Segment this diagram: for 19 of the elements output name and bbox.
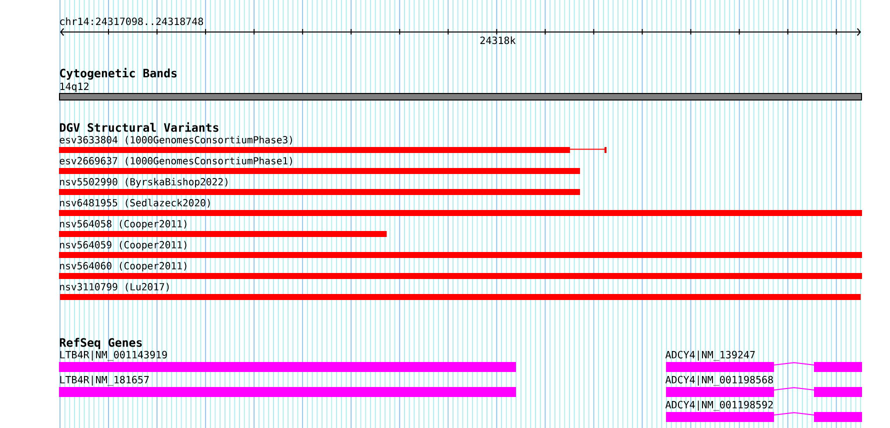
track-title: Cytogenetic Bands [60, 68, 177, 80]
location-label: chr14:24317098..24318748 [60, 17, 204, 26]
feature-label: LTB4R|NM_001143919 [60, 350, 167, 361]
feature-label: nsv564059 (Cooper2011) [60, 240, 186, 250]
feature-label: ADCY4|NM_001198568 [665, 376, 773, 386]
feature-label: nsv564058 (Cooper2011) [60, 220, 186, 230]
feature-label: nsv6481955 (Sedlazeck2020) [60, 198, 210, 208]
feature-label: ADCY4|NM_001198592 [665, 400, 773, 411]
feature-label: esv3633804 (1000GenomesConsortiumPhase3) [60, 136, 292, 145]
feature-label: esv2669637 (1000GenomesConsortiumPhase1) [60, 156, 292, 166]
feature-label: ADCY4|NM_139247 [665, 350, 755, 361]
track-title: RefSeq Genes [60, 338, 142, 350]
feature-label: nsv564060 (Cooper2011) [60, 262, 186, 272]
tick-label: 24318k [480, 36, 516, 44]
feature-label: 14q12 [60, 82, 88, 92]
feature-label: LTB4R|NM_181657 [60, 376, 149, 386]
track-title: DGV Structural Variants [60, 122, 218, 132]
feature-label: nsv5502990 (ByrskaBishop2022) [60, 178, 228, 188]
feature-label: nsv3110799 (Lu2017) [60, 282, 169, 292]
